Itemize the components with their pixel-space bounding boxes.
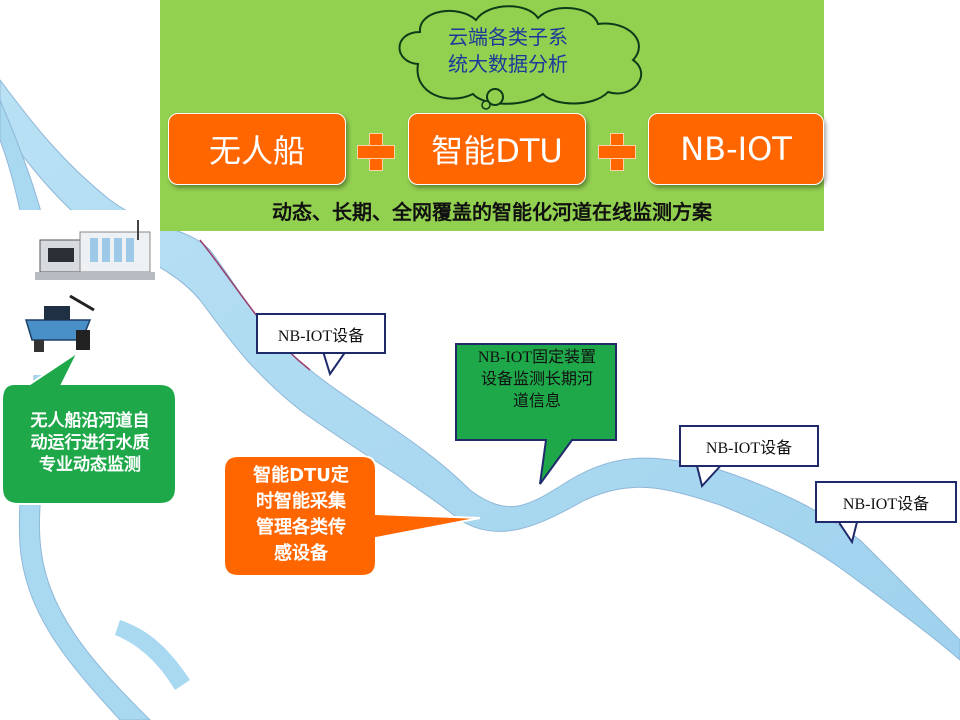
boat-callout-text: 无人船沿河道自 动运行进行水质 专业动态监测 — [8, 410, 172, 476]
boat-callout-shape — [0, 350, 177, 505]
dtu-line4: 感设备 — [274, 543, 328, 564]
component-dtu-label: 智能DTU — [431, 132, 563, 170]
nbiot-fixed-line3: 道信息 — [512, 393, 561, 410]
dtu-line2: 时智能采集 — [256, 491, 346, 512]
component-boat-label: 无人船 — [208, 132, 305, 170]
component-nbiot-label: NB-IOT — [680, 130, 792, 168]
dtu-callout-text: 智能DTU定 时智能采集 管理各类传 感设备 — [228, 463, 374, 567]
nbiot-fixed-callout-shape — [455, 343, 617, 485]
nbiot-callout-1: NB-IOT设备 — [256, 313, 386, 354]
plus-icon — [596, 131, 636, 171]
nbiot-callout-2-tail — [695, 462, 725, 489]
nbiot-fixed-line2: 设备监测长期河 — [480, 371, 593, 388]
nbiot-callout-3-label: NB-IOT设备 — [842, 496, 930, 513]
unmanned-boat-icon — [24, 294, 95, 352]
solution-panel: 云端各类子系 统大数据分析 无人船 智能DTU NB-IOT 动态、长期、全网覆… — [160, 0, 824, 231]
nbiot-callout-2-label: NB-IOT设备 — [705, 440, 793, 457]
nbiot-callout-1-tail — [321, 348, 349, 377]
component-dtu: 智能DTU — [408, 113, 586, 185]
nbiot-callout-1-label: NB-IOT设备 — [277, 327, 365, 345]
nbiot-fixed-callout-text: NB-IOT固定装置 设备监测长期河 道信息 — [456, 347, 618, 413]
boat-line3: 专业动态监测 — [39, 455, 141, 475]
boat-line1: 无人船沿河道自 — [30, 411, 150, 431]
component-nbiot: NB-IOT — [648, 113, 824, 185]
boat-line2: 动运行进行水质 — [30, 433, 150, 453]
dtu-callout-shape — [223, 455, 481, 577]
dtu-line1: 智能DTU定 — [253, 465, 349, 486]
analyzer-device-icon — [35, 220, 155, 280]
nbiot-callout-2: NB-IOT设备 — [679, 425, 819, 467]
component-boat: 无人船 — [168, 113, 346, 185]
river-branch-edge — [199, 239, 311, 371]
cloud-icon — [398, 5, 643, 110]
dtu-line3: 管理各类传 — [256, 517, 346, 538]
plus-icon — [355, 131, 395, 171]
nbiot-callout-3-tail — [835, 518, 859, 545]
nbiot-fixed-line1: NB-IOT固定装置 — [477, 349, 597, 366]
solution-slogan: 动态、长期、全网覆盖的智能化河道在线监测方案 — [272, 200, 712, 224]
cloud-text-line2: 统大数据分析 — [448, 52, 568, 76]
nbiot-callout-3: NB-IOT设备 — [815, 481, 957, 523]
river-branch — [115, 620, 190, 690]
cloud-text-line1: 云端各类子系 — [448, 25, 568, 49]
